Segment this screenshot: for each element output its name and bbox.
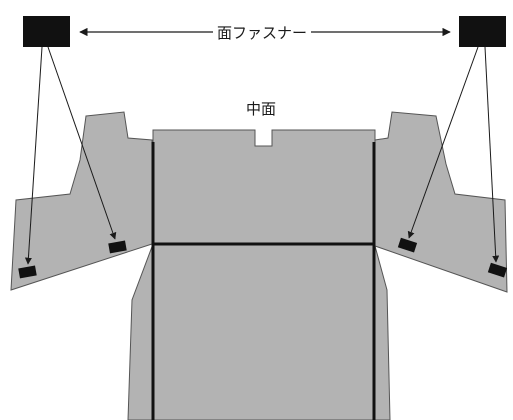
fastener-patch-right-outer (487, 262, 508, 278)
center-panel-label: 中面 (246, 100, 277, 118)
pointer-arrow-left-inner (47, 46, 117, 240)
pointer-arrow-right-inner (407, 46, 479, 239)
fastener-sample-left (23, 16, 70, 47)
center-panel (127, 129, 391, 420)
fastener-sample-right (459, 16, 506, 47)
fastener-label: 面ファスナー (213, 24, 312, 42)
pointer-arrow-right-outer (484, 46, 500, 263)
fastener-patch-left-inner (108, 240, 127, 254)
fastener-patch-left-outer (18, 265, 37, 279)
pointer-arrow-left-outer (24, 46, 43, 265)
right-side-panel (374, 111, 508, 293)
fastener-patch-right-inner (397, 237, 418, 253)
